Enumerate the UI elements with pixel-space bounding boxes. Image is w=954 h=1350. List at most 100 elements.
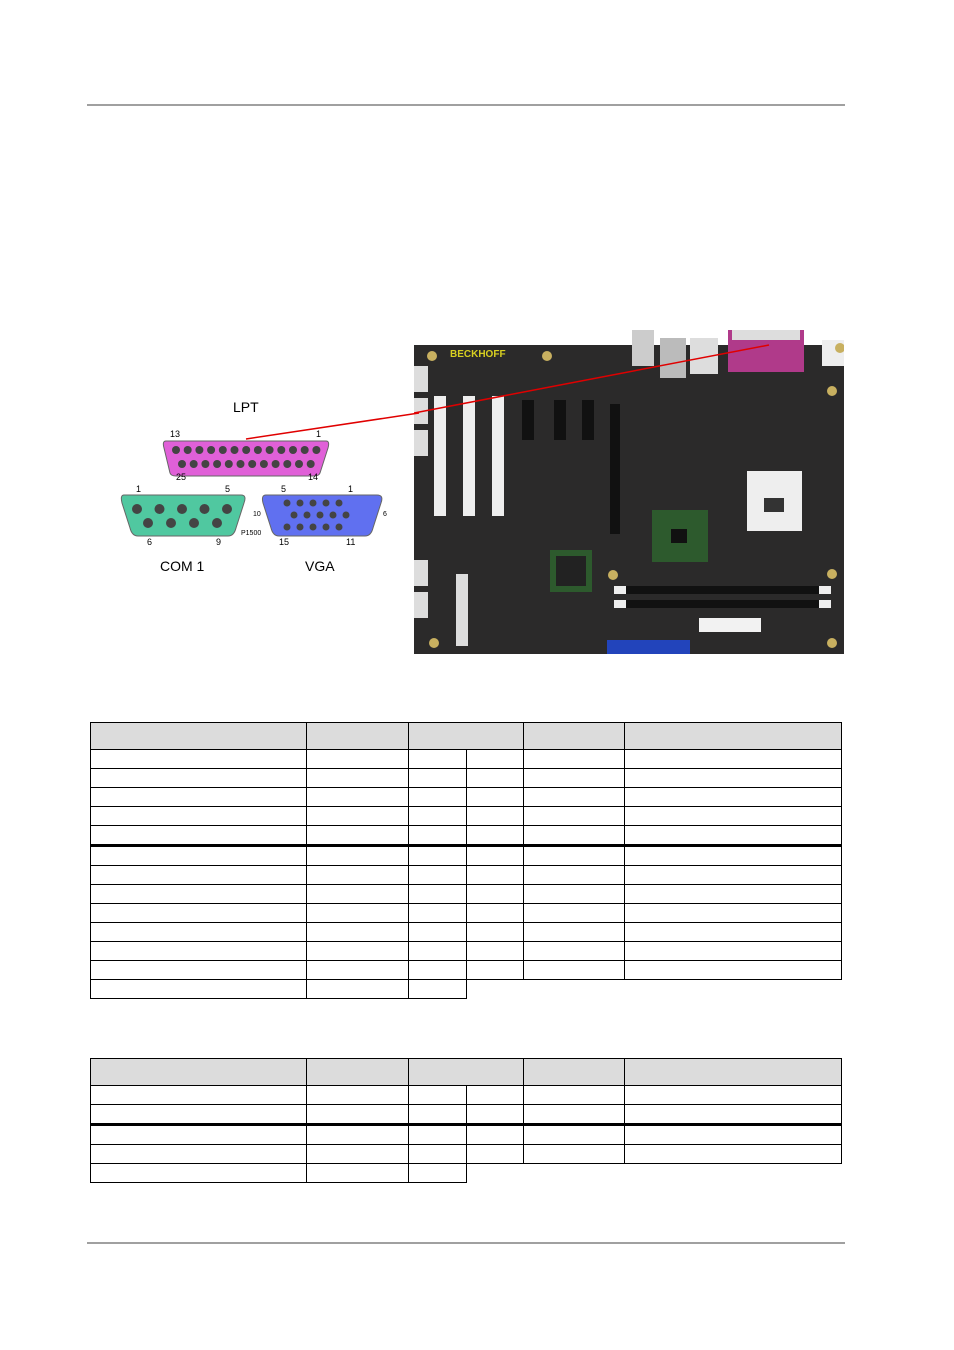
lpt-pin-25: 25 (176, 472, 187, 482)
table-cell (408, 865, 467, 885)
ide-connector (607, 640, 690, 654)
pin-dot (283, 499, 291, 507)
header-cell (408, 1058, 524, 1086)
table-cell (524, 980, 625, 999)
table-cell (466, 1085, 524, 1105)
pin-dot (259, 460, 268, 468)
board-ref-label: P1500 (241, 530, 262, 537)
pin-dot (296, 523, 304, 531)
pin-dot (300, 446, 309, 454)
table-row (90, 979, 842, 999)
table-cell (466, 806, 524, 826)
table-cell (466, 1123, 524, 1145)
mounting-hole (827, 569, 837, 579)
table-cell (306, 768, 409, 788)
table-cell (90, 903, 307, 923)
lpt-pin-1: 1 (316, 429, 322, 439)
table-cell (90, 749, 307, 769)
mounting-hole (542, 351, 552, 361)
table-cell (306, 865, 409, 885)
table-cell (306, 749, 409, 769)
vga-pin-11: 11 (346, 537, 356, 547)
mounting-hole (827, 638, 837, 648)
pin-dot (189, 518, 199, 528)
pin-dot (199, 504, 210, 514)
table-cell (306, 903, 409, 923)
table-cell (306, 1104, 409, 1125)
pin-dot (316, 511, 324, 519)
table-cell (624, 844, 842, 866)
pin-dot (322, 499, 330, 507)
table-row (90, 844, 842, 866)
vga-pin-10: 10 (253, 511, 261, 518)
table-cell (624, 787, 842, 807)
table-cell (408, 825, 467, 846)
mounting-hole (835, 343, 844, 353)
pin-dot (236, 460, 245, 468)
pin-dot (253, 446, 262, 454)
com-pin-5: 5 (225, 484, 231, 494)
header-cell (90, 722, 307, 750)
table-cell (408, 903, 467, 923)
connector-diagram (120, 440, 383, 537)
vga-pin-15: 15 (279, 537, 290, 547)
pin-dot (132, 504, 142, 514)
table-cell (523, 941, 625, 961)
table-cell (90, 865, 307, 885)
table-cell (466, 844, 524, 866)
table-cell (90, 1085, 307, 1105)
table-row (90, 884, 842, 904)
table-cell (625, 1164, 842, 1183)
table-cell (408, 749, 467, 769)
pin-dot (283, 460, 292, 468)
pin-dot (329, 511, 337, 519)
header-cell (306, 722, 409, 750)
table-cell (90, 1104, 307, 1125)
table-cell (523, 768, 625, 788)
pin-dot (335, 523, 343, 531)
table-cell (524, 1164, 625, 1183)
table-cell (90, 844, 307, 866)
pin-dot (178, 460, 186, 468)
table-cell (523, 865, 625, 885)
table-cell (523, 922, 625, 942)
pin-dot (166, 518, 176, 528)
vga-pin-6: 6 (383, 511, 387, 518)
table-cell (523, 844, 625, 866)
pin-dot (309, 499, 317, 507)
table-cell (625, 980, 842, 999)
table-row (90, 787, 842, 807)
table-row (90, 903, 842, 923)
table-cell (306, 1144, 409, 1164)
table-cell (624, 960, 842, 980)
pin-dot (306, 460, 315, 468)
header-cell (408, 722, 524, 750)
table-cell (90, 941, 307, 961)
table-cell (523, 806, 625, 826)
header-cell (624, 722, 842, 750)
table-cell (523, 903, 625, 923)
pin-dot (312, 446, 321, 454)
table-cell (408, 844, 467, 866)
table-cell (408, 922, 467, 942)
table-cell (523, 787, 625, 807)
table-cell (466, 768, 524, 788)
table-cell (306, 941, 409, 961)
table-cell (523, 1123, 625, 1145)
pin-dot (248, 460, 257, 468)
header-cell (624, 1058, 842, 1086)
pin-dot (290, 511, 298, 519)
table-cell (306, 806, 409, 826)
header-rule (87, 104, 845, 106)
table-cell (90, 1163, 307, 1183)
table-header-row (90, 1058, 842, 1086)
pin-dot (277, 446, 286, 454)
pin-dot (224, 460, 233, 468)
table-cell (466, 865, 524, 885)
audio-jack (632, 330, 654, 366)
table-cell (624, 806, 842, 826)
table-cell (90, 960, 307, 980)
pin-dot (177, 504, 187, 514)
table-cell (306, 960, 409, 980)
pin-dot (335, 499, 343, 507)
